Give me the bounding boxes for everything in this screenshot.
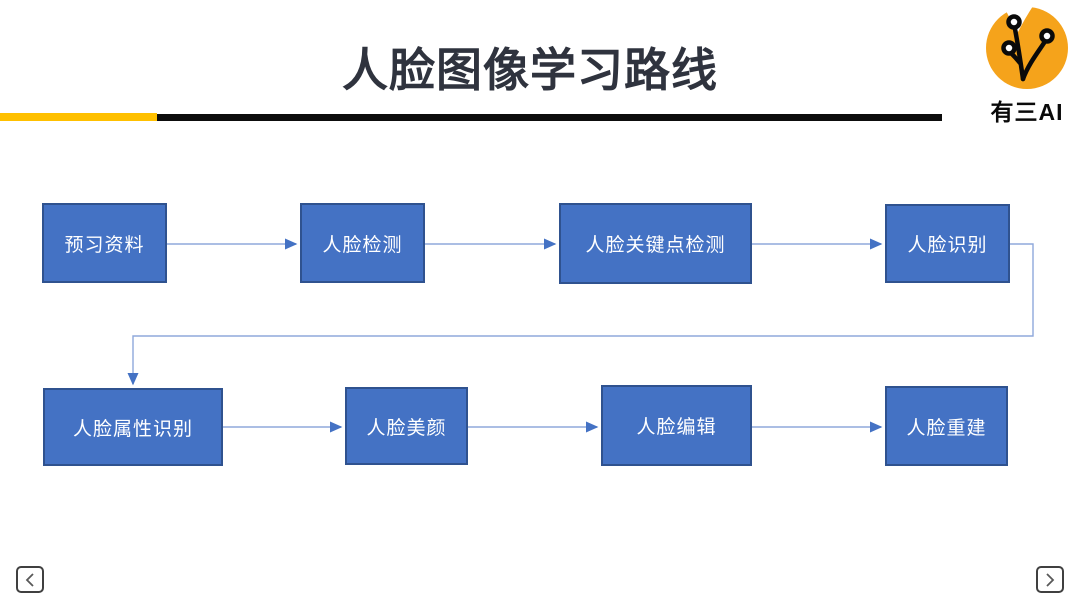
chevron-left-icon	[25, 572, 34, 587]
flow-node-face-landmark-detection: 人脸关键点检测	[559, 203, 752, 284]
flow-node-face-reconstruction: 人脸重建	[885, 386, 1008, 466]
next-slide-button[interactable]	[1036, 566, 1064, 593]
flow-node-face-recognition: 人脸识别	[885, 204, 1010, 283]
flow-node-label: 人脸编辑	[636, 417, 717, 438]
yousan-ai-logo: 有三AI	[983, 3, 1071, 127]
divider-accent-bar	[0, 113, 157, 121]
flow-node-label: 人脸重建	[906, 417, 987, 439]
flow-node-label: 人脸识别	[907, 235, 988, 256]
flow-node-face-editing: 人脸编辑	[601, 385, 752, 466]
yousan-ai-logo-icon	[986, 3, 1068, 89]
prev-slide-button[interactable]	[16, 566, 44, 593]
flow-node-label: 人脸关键点检测	[585, 235, 726, 256]
chevron-right-icon	[1046, 572, 1055, 587]
flow-node-label: 预习资料	[64, 234, 145, 256]
flow-node-face-detection: 人脸检测	[300, 203, 425, 283]
flow-node-face-beautification: 人脸美颜	[345, 387, 468, 465]
logo-text: 有三AI	[990, 99, 1064, 125]
flow-node-label: 人脸美颜	[366, 417, 447, 439]
flow-node-face-attribute-recognition: 人脸属性识别	[43, 388, 223, 466]
flow-node-label: 人脸检测	[322, 234, 403, 256]
flow-node-label: 人脸属性识别	[72, 418, 193, 440]
flow-node-preview-materials: 预习资料	[42, 203, 167, 283]
slide-title: 人脸图像学习路线	[342, 44, 718, 96]
divider-line	[157, 114, 942, 121]
